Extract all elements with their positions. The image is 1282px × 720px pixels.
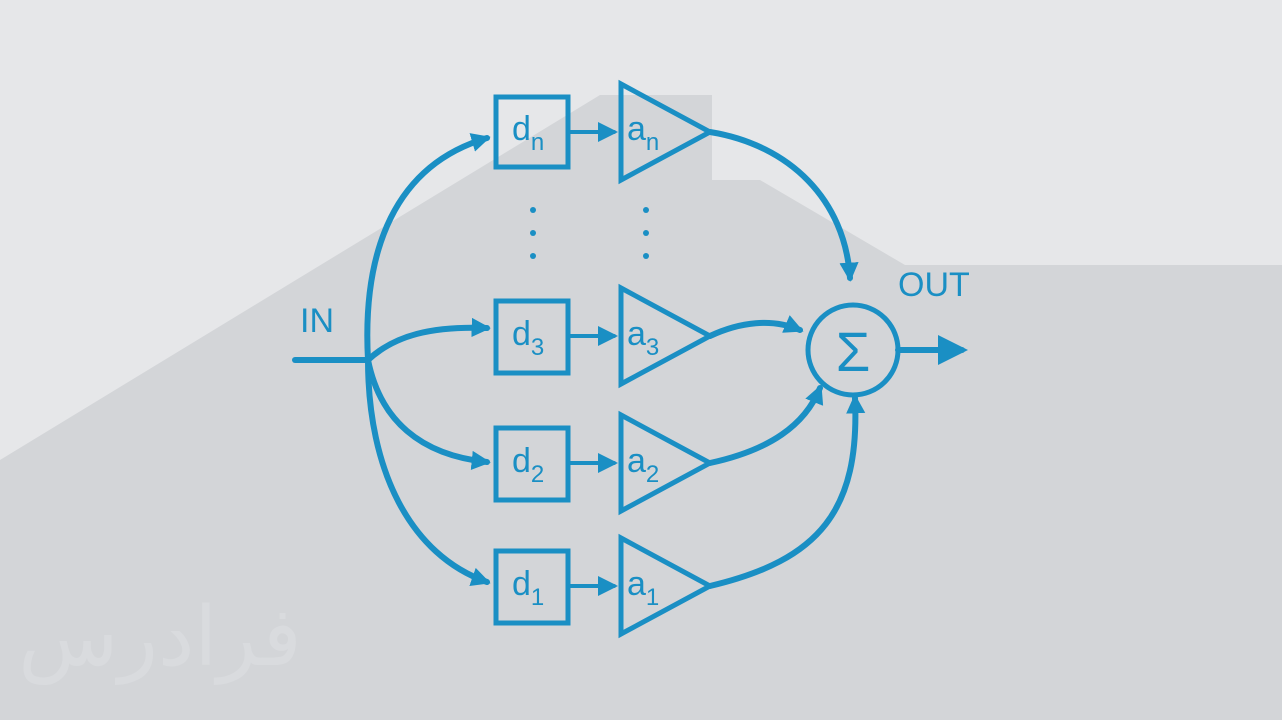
gain-triangle-n [618,79,716,185]
long-shadow [0,95,1282,720]
gain-triangle-2 [618,410,716,516]
sum-curve-n [707,129,859,282]
gain-label-3: a3 [627,315,659,361]
delay-label-1: d1 [512,565,544,611]
sum-curve-2 [707,384,824,466]
delay-label-n: dn [512,110,544,156]
sum-curve-3 [707,315,804,339]
output-label: OUT [898,266,970,304]
vertical-ellipsis-icon [530,207,649,259]
gain-triangle-3 [618,283,716,389]
fanout-curve-1 [365,357,491,586]
delay-box-1 [493,548,571,626]
input-label: IN [300,302,334,340]
fanout-curve-2 [365,357,491,470]
sum-curve-1 [707,394,866,589]
delay-label-3: d3 [512,315,544,361]
fanout-curve-3 [365,317,491,363]
gain-label-2: a2 [627,442,659,488]
gain-triangle-1 [618,533,716,639]
delay-box-n [493,94,571,170]
delay-label-2: d2 [512,442,544,488]
delay-box-3 [493,298,571,376]
delay-box-2 [493,425,571,503]
fanout-curve-n [364,133,491,363]
gain-label-n: an [627,110,659,156]
sum-symbol: Σ [836,320,871,383]
watermark-logo: فرادرس [18,590,301,685]
gain-label-1: a1 [627,565,659,611]
